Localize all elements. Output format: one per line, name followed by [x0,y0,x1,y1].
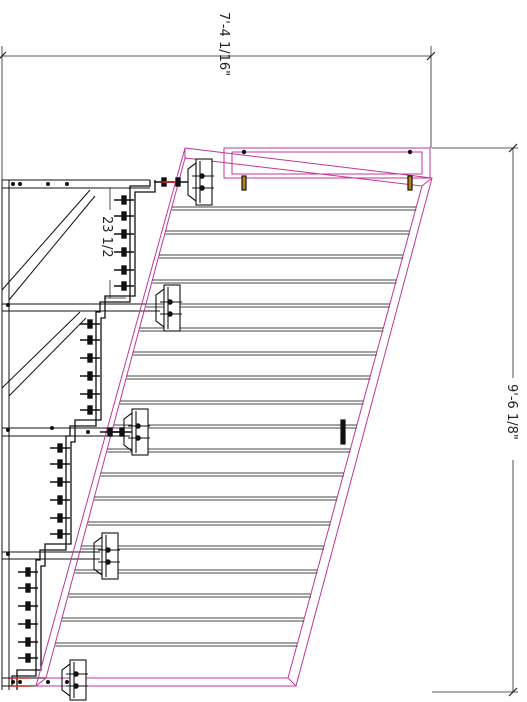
bracket-nut [199,185,205,191]
step-bracket [93,532,120,580]
stringer-bolt-head [87,353,93,363]
stringer-bolt-head [87,405,93,415]
bracket-flange [61,663,71,697]
stringer-bolt-head [87,319,93,329]
dimension-lines [1,46,518,693]
bracket-nut [105,559,111,565]
step-brackets [61,158,214,701]
bracket-nut [167,299,173,305]
stringer-bolt-head [57,459,63,469]
top-width-dimension: 7'-4 1/16" [216,12,231,76]
bracket-nut [199,173,205,179]
bracket-plate [163,284,181,332]
stringer-bolt-head [87,389,93,399]
stringer-bolt-head [25,653,31,663]
stringer-bolt-head [119,427,125,437]
bracket-flange [93,536,103,576]
bracket-plate [131,408,149,456]
stringer-bolt-head [121,265,127,275]
stringer-bolt-head [25,637,31,647]
side-panel [35,147,433,687]
stringer-bolt-head [121,281,127,291]
stringer-bolt-head [57,477,63,487]
red-marks [10,181,176,687]
stepped-stringer [11,180,156,690]
bracket-nut [135,435,141,441]
step-spacing-dimension: 23 1/2 [99,216,114,258]
stringer-bolt-head [121,247,127,257]
stringer-bolt-head [25,619,31,629]
stringer-bolt-head [175,177,181,187]
tread-slats [55,206,417,647]
bracket-nut [73,683,79,689]
bracket-flange [187,162,197,202]
bracket-plate [101,532,119,580]
bracket-nut [105,547,111,553]
stringer-bolt-head [87,335,93,345]
stringer-bolt-head [121,229,127,239]
step-bracket [155,284,182,332]
stringer-bolt-head [57,513,63,523]
stringer-bolt-head [57,495,63,505]
step-bracket [61,659,88,701]
right-height-dimension: 9'-6 1/8" [504,384,519,440]
step-bracket [187,158,214,206]
stringer-bolt-head [57,443,63,453]
stringer-bolt-head [87,371,93,381]
stringer-bolt-head [107,427,113,437]
dimension-ticks [0,51,518,697]
bracket-nut [167,311,173,317]
stringer-bolts [18,177,188,663]
bracket-nut [73,671,79,677]
bracket-flange [155,288,165,328]
stringer-bolt-head [57,529,63,539]
stringer-bolt-head [25,583,31,593]
rail-clamps [5,149,413,684]
stringer-bolt-head [25,567,31,577]
stringer-bolt-head [25,601,31,611]
stringer-bolt-head [121,195,127,205]
bracket-plate [195,158,213,206]
bracket-plate [69,659,87,701]
stringer-bolt-head [121,211,127,221]
bracket-nut [135,423,141,429]
